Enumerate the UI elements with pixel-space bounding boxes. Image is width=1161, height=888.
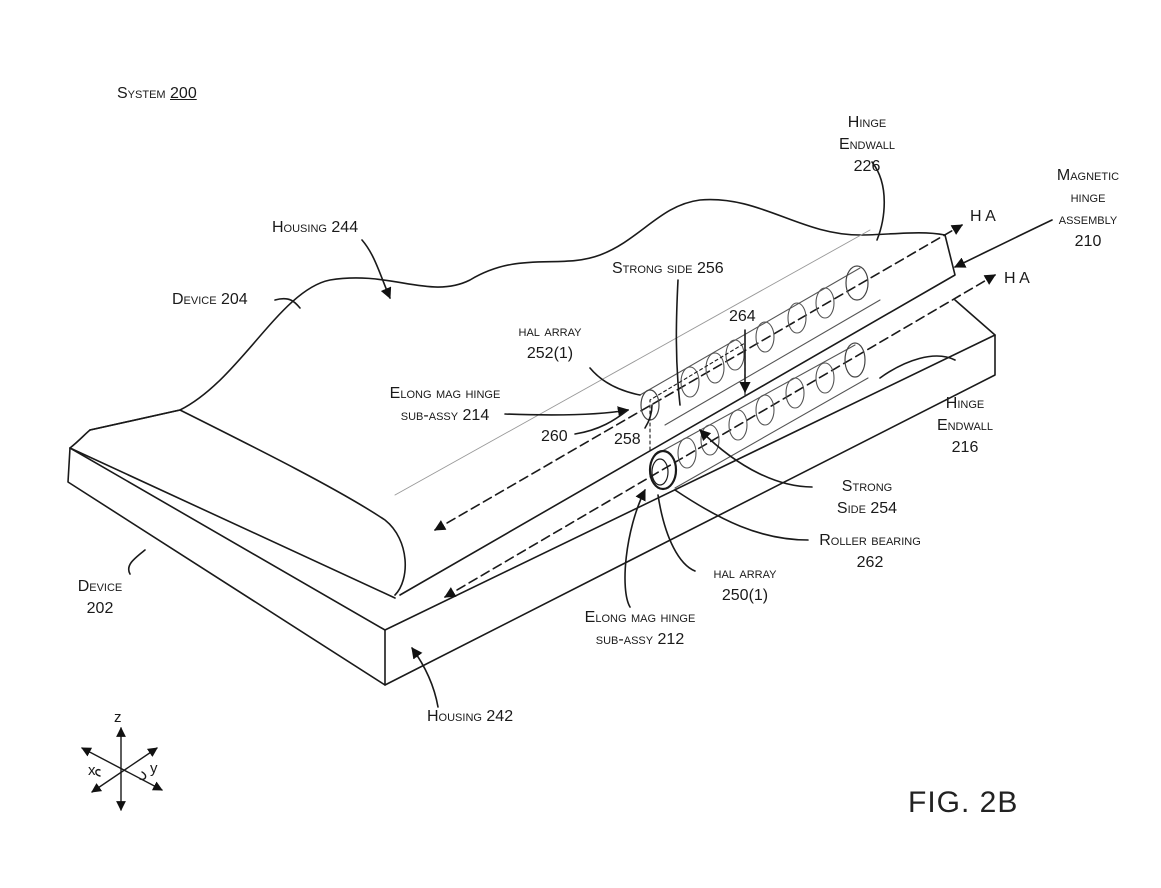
leader-216 xyxy=(879,355,956,379)
label-hal-array-250: hal array 250(1) xyxy=(713,565,777,604)
leader-260 xyxy=(574,409,629,435)
leader-244 xyxy=(361,239,392,300)
label-hal-array-252: hal array 252(1) xyxy=(518,323,582,362)
roller-bearing-outer xyxy=(648,449,678,491)
label-hinge-endwall-216: Hinge Endwall 216 xyxy=(936,395,994,456)
label-strong-side-254: Strong Side 254 xyxy=(836,478,898,517)
label-elong-212: Elong mag hinge sub-assy 212 xyxy=(584,609,696,648)
system-label: System 200 xyxy=(117,85,197,102)
leader-210 xyxy=(953,219,1053,268)
label-258: 258 xyxy=(614,431,641,448)
leader-226 xyxy=(871,161,886,241)
label-housing-244: Housing 244 xyxy=(272,219,359,236)
hinge-axis-lower xyxy=(444,274,996,598)
leader-214 xyxy=(504,406,630,418)
device-202-front-face xyxy=(67,447,386,686)
label-hinge-axis-upper: H A xyxy=(970,208,996,225)
label-260: 260 xyxy=(541,428,568,445)
leader-242 xyxy=(411,647,439,708)
device-204-lower-edge xyxy=(69,429,91,449)
label-device-204: Device 204 xyxy=(172,291,248,308)
label-housing-242: Housing 242 xyxy=(427,708,514,725)
hinge-214-body xyxy=(639,267,881,426)
leader-204 xyxy=(274,297,301,309)
figure-label: FIG. 2B xyxy=(908,786,1019,819)
leader-212 xyxy=(624,488,646,608)
leader-202 xyxy=(127,549,146,575)
leader-262 xyxy=(674,489,809,541)
label-264: 264 xyxy=(729,308,756,325)
xyz-axis-indicator xyxy=(81,727,163,811)
label-magnetic-hinge-assembly-210: Magnetic hinge assembly 210 xyxy=(1056,167,1120,250)
leader-250 xyxy=(657,494,696,572)
leader-258 xyxy=(644,404,653,429)
hinge-212-body xyxy=(654,344,869,489)
label-hinge-endwall-226: Hinge Endwall 226 xyxy=(838,114,896,175)
roller-bearing-inner xyxy=(651,458,669,486)
device-204-front-edge xyxy=(89,409,406,596)
leader-256 xyxy=(675,279,681,406)
label-roller-bearing-262: Roller bearing 262 xyxy=(819,532,921,571)
label-strong-side-256: Strong side 256 xyxy=(612,260,724,277)
leader-254 xyxy=(699,429,813,488)
axis-label-y: y xyxy=(150,760,158,777)
device-204-side xyxy=(69,447,396,599)
label-device-202: Device 202 xyxy=(77,578,123,617)
axis-label-z: z xyxy=(114,709,122,726)
label-hinge-axis-lower: H A xyxy=(1004,270,1030,287)
label-elong-214: Elong mag hinge sub-assy 214 xyxy=(389,385,501,424)
axis-label-x: x xyxy=(88,762,96,779)
leader-252 xyxy=(589,367,641,396)
